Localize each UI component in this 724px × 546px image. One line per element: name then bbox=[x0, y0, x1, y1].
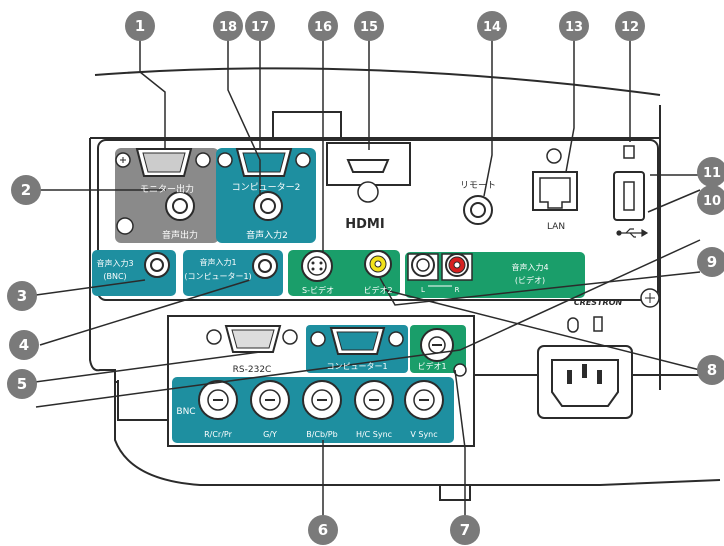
callout-n1 bbox=[125, 11, 155, 41]
callout-n12 bbox=[615, 11, 645, 41]
audio-in1-label-1: 音声入力1 bbox=[199, 257, 236, 267]
callouts: 1 18 17 16 15 14 13 12 11 10 9 8 2 3 4 5 6 7 bbox=[7, 11, 724, 545]
panel-labels: モニター出力 音声出力 コンピューター2 音声入力2 音声入力3 (BNC) 音… bbox=[96, 182, 548, 417]
callout-number: 2 bbox=[21, 181, 31, 199]
bnc-connectors: R/Cr/Pr G/Y B/Cb/Pb H/C Sync V Sync bbox=[198, 380, 444, 439]
callout-number: 16 bbox=[314, 20, 332, 35]
bnc-label-bnc_vsync: V Sync bbox=[410, 430, 437, 439]
callout-n4 bbox=[9, 330, 39, 360]
callout-number: 4 bbox=[19, 336, 29, 354]
video2-label: ビデオ2 bbox=[363, 285, 392, 295]
crestron-logo bbox=[640, 288, 660, 308]
callout-n14 bbox=[477, 11, 507, 41]
s-video-label: S-ビデオ bbox=[302, 285, 334, 295]
callout-number: 10 bbox=[703, 194, 721, 209]
audio-out-label: 音声出力 bbox=[162, 229, 198, 241]
callout-number: 5 bbox=[17, 375, 27, 393]
audio-in4-label-1: 音声入力4 bbox=[511, 262, 548, 272]
callout-n3 bbox=[7, 281, 37, 311]
bnc-label-bnc_hcsync: H/C Sync bbox=[356, 430, 392, 439]
callout-n17 bbox=[245, 11, 275, 41]
audio-r-label: R bbox=[455, 286, 460, 294]
audio-out-jack bbox=[116, 191, 195, 235]
callout-n7 bbox=[450, 515, 480, 545]
callout-n18 bbox=[213, 11, 243, 41]
audio-in1-label-2: (コンピューター1) bbox=[184, 272, 251, 281]
callout-number: 8 bbox=[707, 361, 717, 379]
remote-label: リモート bbox=[460, 181, 496, 191]
callout-number: 18 bbox=[219, 20, 237, 35]
callout-number: 3 bbox=[17, 287, 27, 305]
audio-in3-label-1: 音声入力3 bbox=[96, 258, 133, 268]
leader-lines bbox=[34, 40, 706, 520]
crestron-label: CRESTRON bbox=[574, 298, 623, 307]
hdmi-port bbox=[326, 142, 411, 203]
callout-n5 bbox=[7, 369, 37, 399]
usb-symbol bbox=[616, 228, 649, 238]
callout-number: 12 bbox=[621, 20, 639, 35]
hdmi-label: HDMI bbox=[345, 217, 384, 232]
s-video-port bbox=[301, 250, 333, 282]
rs232c-connector bbox=[206, 325, 298, 353]
callout-number: 15 bbox=[360, 20, 378, 35]
callout-number: 11 bbox=[703, 166, 721, 181]
callout-n6 bbox=[308, 515, 338, 545]
callout-n15 bbox=[354, 11, 384, 41]
power-inlet bbox=[537, 345, 633, 419]
computer1-label: コンピューター1 bbox=[326, 362, 387, 371]
callout-number: 14 bbox=[483, 20, 501, 35]
computer1-connector bbox=[310, 327, 404, 355]
video1-bnc bbox=[420, 328, 467, 377]
callout-n2 bbox=[11, 175, 41, 205]
callout-number: 17 bbox=[251, 20, 269, 35]
bnc-label-bnc_rcrpr: R/Cr/Pr bbox=[204, 430, 233, 439]
monitor-out-connector bbox=[115, 148, 211, 177]
audio-in1-jack bbox=[252, 253, 278, 279]
callout-number: 6 bbox=[318, 521, 328, 539]
callout-n16 bbox=[308, 11, 338, 41]
audio-in2-jack bbox=[253, 191, 283, 221]
computer2-label: コンピューター2 bbox=[232, 182, 301, 193]
video1-label: ビデオ1 bbox=[417, 361, 446, 371]
bnc-label-bnc_bcbpb: B/Cb/Pb bbox=[306, 430, 337, 439]
callout-number: 1 bbox=[135, 17, 145, 35]
bnc-label: BNC bbox=[176, 407, 195, 417]
computer2-connector bbox=[217, 148, 311, 177]
bnc-label-bnc_gy: G/Y bbox=[263, 430, 277, 439]
video2-jack bbox=[364, 250, 392, 278]
callout-n10 bbox=[697, 185, 724, 215]
rs232c-label: RS-232C bbox=[233, 365, 272, 375]
callout-n13 bbox=[559, 11, 589, 41]
audio-in2-label: 音声入力2 bbox=[246, 229, 288, 241]
lan-port bbox=[532, 148, 578, 211]
remote-jack bbox=[463, 195, 493, 225]
projector-body bbox=[89, 67, 721, 501]
audio-in4-label-2: (ビデオ) bbox=[515, 275, 545, 285]
callout-number: 9 bbox=[707, 253, 717, 271]
monitor-out-label: モニター出力 bbox=[140, 183, 194, 195]
audio-in4-jacks bbox=[407, 253, 473, 287]
callout-number: 13 bbox=[565, 20, 583, 35]
callout-n11 bbox=[697, 157, 724, 187]
dark-labels: HDMI リモート LAN CRESTRON RS-232C bbox=[233, 181, 623, 375]
usb-port bbox=[613, 145, 645, 221]
audio-in3-jack bbox=[144, 252, 170, 278]
callout-n9 bbox=[697, 247, 724, 277]
audio-l-label: L bbox=[421, 286, 425, 294]
audio-in3-label-2: (BNC) bbox=[103, 272, 126, 281]
callout-n8 bbox=[697, 355, 724, 385]
monitor-out-panel bbox=[115, 148, 219, 243]
callout-number: 7 bbox=[460, 521, 470, 539]
security-slot bbox=[567, 316, 603, 333]
lan-label: LAN bbox=[547, 222, 565, 232]
